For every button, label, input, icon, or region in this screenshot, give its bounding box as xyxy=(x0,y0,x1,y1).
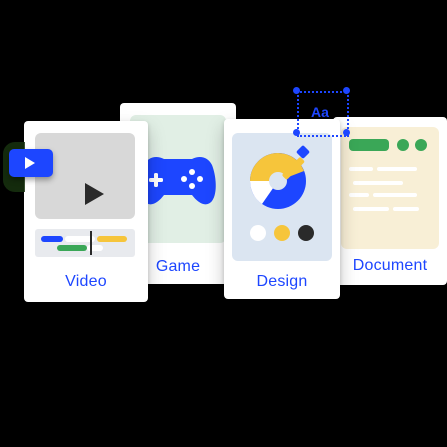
timeline-clip xyxy=(87,245,103,251)
video-badge xyxy=(9,149,53,177)
play-icon xyxy=(85,183,104,205)
document-label: Document xyxy=(352,257,428,274)
timeline-clip xyxy=(65,236,95,242)
play-icon xyxy=(25,157,35,169)
design-label: Design xyxy=(256,273,308,290)
timeline-clip xyxy=(41,236,63,242)
selection-text: Aa xyxy=(311,104,329,120)
video-card[interactable]: Video xyxy=(24,121,148,302)
selection-handle xyxy=(293,129,300,136)
document-card[interactable]: Document xyxy=(333,117,447,285)
video-label: Video xyxy=(65,273,107,290)
timeline-clip xyxy=(97,236,127,242)
video-timeline xyxy=(35,229,135,257)
game-label: Game xyxy=(155,258,201,275)
design-preview xyxy=(232,133,332,261)
text-selection-box xyxy=(297,91,349,137)
selection-handle xyxy=(343,129,350,136)
video-preview xyxy=(35,133,135,219)
document-preview xyxy=(341,127,439,249)
design-card[interactable]: Design xyxy=(224,119,340,299)
color-wheel-icon xyxy=(249,145,314,241)
selection-handle xyxy=(343,87,350,94)
gamepad-icon xyxy=(140,157,216,205)
selection-handle xyxy=(293,87,300,94)
eyedropper-icon xyxy=(282,145,310,180)
document-lines-icon xyxy=(349,139,427,211)
playhead xyxy=(90,231,92,255)
timeline-clip xyxy=(57,245,87,251)
